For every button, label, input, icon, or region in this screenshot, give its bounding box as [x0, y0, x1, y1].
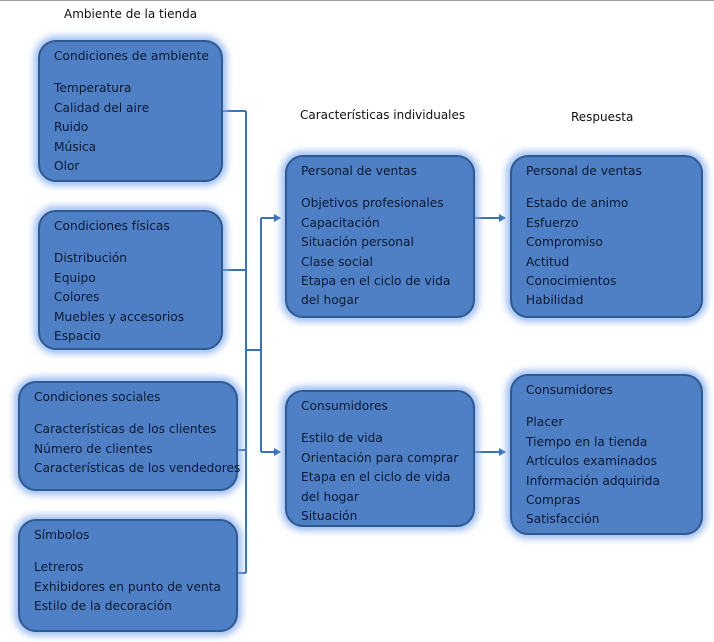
ambient-conditions-title: Condiciones de ambiente — [54, 49, 209, 63]
physical-item: Espacio — [54, 329, 101, 344]
symbols-title: Símbolos — [34, 528, 90, 542]
ambient-item: Música — [54, 139, 97, 154]
response-consumers-item: Información adquirida — [526, 473, 660, 488]
individual-sales-staff-box: Personal de ventas Objetivos profesional… — [285, 155, 475, 318]
heading-store-environment: Ambiente de la tienda — [64, 7, 198, 21]
response-consumers-item: Compras — [526, 493, 581, 508]
individual-sales-staff-item: Clase social — [301, 254, 373, 269]
heading-response: Respuesta — [571, 110, 634, 124]
response-consumers-item: Placer — [526, 415, 564, 430]
ambient-item: Temperatura — [54, 81, 132, 96]
individual-sales-staff-item: Objetivos profesionales — [301, 196, 444, 211]
physical-item: Equipo — [54, 270, 96, 285]
top-rule — [0, 0, 714, 1]
response-sales-staff-item: Conocimientos — [526, 274, 617, 289]
physical-item: Distribución — [54, 251, 128, 266]
social-conditions-box: Condiciones sociales Características de … — [18, 381, 241, 491]
response-sales-staff-title: Personal de ventas — [526, 164, 642, 178]
individual-sales-staff-item: Situación personal — [301, 235, 414, 250]
ambient-conditions-box: Condiciones de ambiente Temperatura Cali… — [38, 40, 223, 182]
individual-consumers-box: Consumidores Estilo de vida Orientación … — [285, 390, 475, 527]
individual-consumers-item: Orientación para comprar — [301, 450, 459, 465]
response-sales-staff-item: Estado de animo — [526, 196, 629, 211]
response-consumers-box: Consumidores Placer Tiempo en la tienda … — [510, 374, 703, 535]
response-sales-staff-item: Habilidad — [526, 293, 584, 308]
physical-item: Muebles y accesorios — [54, 309, 185, 324]
ambient-item: Olor — [54, 159, 80, 174]
individual-sales-staff-item: Etapa en el ciclo de vida del hogar — [301, 274, 451, 308]
physical-item: Colores — [54, 290, 100, 305]
individual-sales-staff-item: Capacitación — [301, 215, 380, 230]
physical-conditions-box: Condiciones físicas Distribución Equipo … — [38, 210, 223, 350]
symbols-item: Letreros — [34, 560, 84, 575]
social-item: Características de los clientes — [34, 422, 217, 437]
symbols-item: Exhibidores en punto de venta — [34, 579, 221, 594]
social-item: Características de los vendedores — [34, 461, 241, 476]
ambient-item: Calidad del aire — [54, 100, 150, 115]
response-sales-staff-box: Personal de ventas Estado de animo Esfue… — [510, 155, 703, 318]
symbols-box: Símbolos Letreros Exhibidores en punto d… — [18, 519, 238, 632]
response-sales-staff-item: Compromiso — [526, 235, 603, 250]
individual-consumers-title: Consumidores — [301, 399, 388, 413]
individual-sales-staff-title: Personal de ventas — [301, 164, 417, 178]
social-conditions-title: Condiciones sociales — [34, 390, 161, 404]
individual-consumers-item: Estilo de vida — [301, 431, 383, 446]
response-consumers-title: Consumidores — [526, 383, 613, 397]
response-consumers-item: Tiempo en la tienda — [526, 434, 648, 449]
individual-consumers-item: Etapa en el ciclo de vida del hogar — [301, 470, 451, 504]
response-consumers-item: Artículos examinados — [526, 454, 657, 469]
response-sales-staff-item: Esfuerzo — [526, 215, 579, 230]
response-sales-staff-item: Actitud — [526, 254, 570, 269]
response-consumers-item: Satisfacción — [526, 512, 600, 527]
individual-consumers-item: Situación — [301, 509, 358, 524]
physical-conditions-title: Condiciones físicas — [54, 219, 170, 233]
social-item: Número de clientes — [34, 441, 153, 456]
ambient-item: Ruido — [54, 120, 89, 135]
symbols-item: Estilo de la decoración — [34, 599, 172, 614]
heading-individual-characteristics: Características individuales — [300, 108, 466, 122]
